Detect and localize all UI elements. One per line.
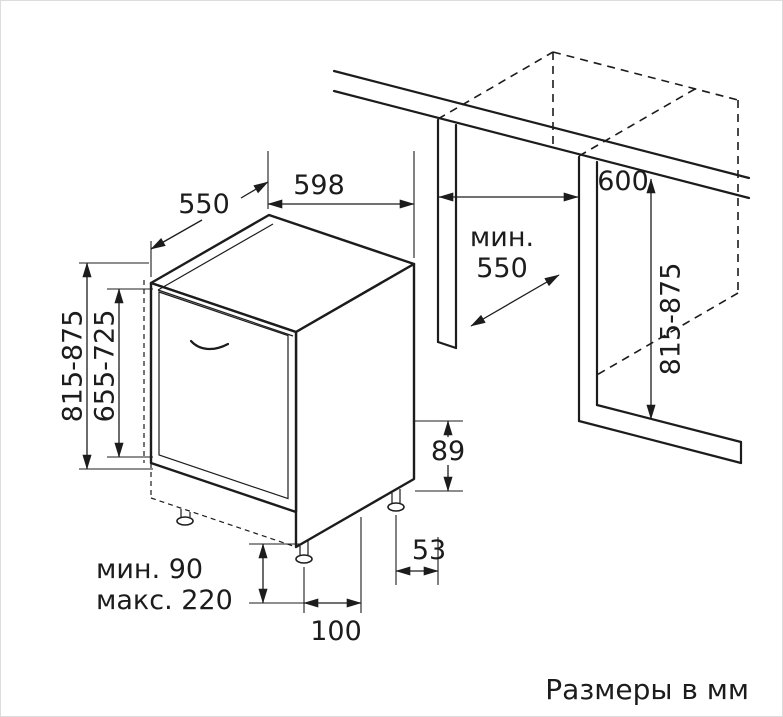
dim-label-plinth-max: макс. 220 [96, 585, 233, 616]
dim-niche-depth-min-550: мин. 550 [470, 222, 560, 327]
dim-label-655-725: 655-725 [90, 310, 121, 423]
dim-front-panel-height-655-725: 655-725 [90, 288, 153, 458]
dim-label-min: мин. [470, 222, 534, 253]
dim-label-100: 100 [310, 616, 362, 647]
dishwasher [143, 213, 416, 564]
adjustable-foot-front-left [176, 509, 194, 526]
dim-top-depth-550: 550 [150, 151, 269, 277]
dim-plinth-height-range: мин. 90 макс. 220 [96, 543, 304, 616]
dim-label-89: 89 [431, 436, 465, 467]
countertop [332, 69, 751, 200]
adjustable-foot-front-right [295, 541, 313, 564]
dim-label-815-875-left: 815-875 [58, 310, 89, 423]
dim-label-53: 53 [412, 535, 446, 566]
dim-top-width-598: 598 [267, 151, 415, 258]
dim-label-600: 600 [597, 166, 649, 197]
dim-appliance-height-815-875: 815-875 [58, 262, 153, 470]
niche-cavity [437, 51, 739, 377]
dim-label-550: 550 [178, 189, 230, 220]
dim-label-598: 598 [293, 170, 345, 201]
niche-walls [436, 118, 743, 465]
door-panel-border [158, 291, 289, 500]
dishwasher-door-face [149, 281, 298, 514]
dim-niche-width-600: 600 [438, 166, 649, 202]
dim-label-plinth-min: мин. 90 [96, 554, 203, 585]
dim-front-foot-offset-100: 100 [303, 517, 362, 647]
dim-rear-clearance-89: 89 [415, 420, 465, 492]
adjustable-foot-rear [387, 489, 405, 512]
dim-label-min-550: 550 [476, 253, 528, 284]
dim-rear-foot-offset-53: 53 [395, 515, 446, 585]
dim-label-815-875-right: 815-875 [656, 263, 687, 376]
door-handle [189, 339, 230, 351]
dim-niche-height-815-875: 815-875 [646, 178, 687, 420]
units-note: Размеры в мм [545, 673, 749, 706]
